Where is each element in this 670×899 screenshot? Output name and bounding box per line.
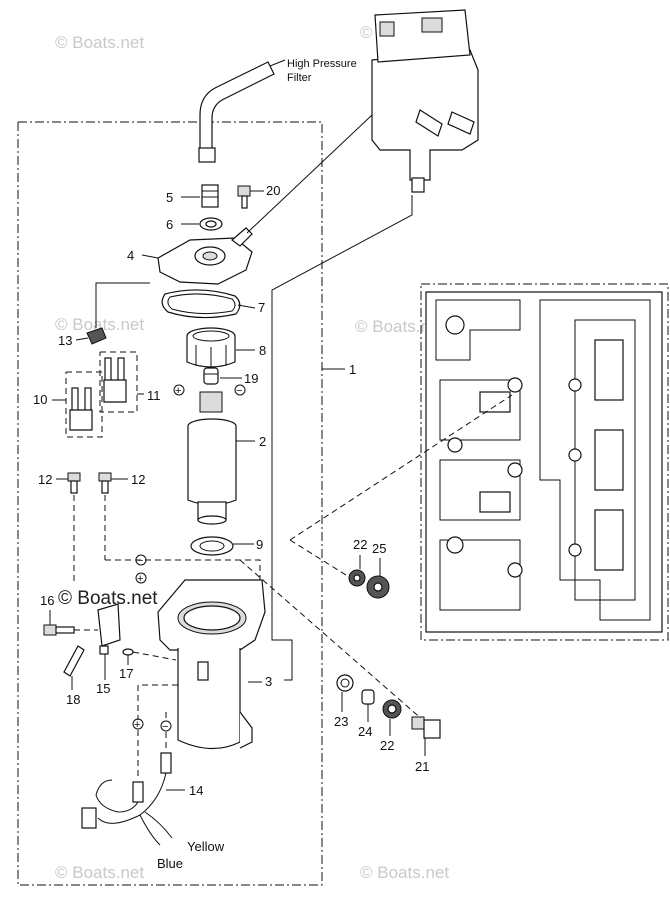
callout-15: 15: [96, 681, 110, 696]
callout-3: 3: [265, 674, 272, 689]
part-10-bracket: [52, 371, 103, 438]
wire-yellow-label: Yellow: [187, 839, 225, 854]
callout-11: 11: [147, 388, 161, 403]
callout-18: 18: [66, 692, 80, 707]
callout-22-lower: 22: [380, 738, 394, 753]
part-14-wire-harness: + −: [81, 684, 185, 846]
part-8-ring-nut: [186, 327, 255, 369]
pump-terminal-symbols: + −: [173, 384, 246, 397]
callout-17: 17: [119, 666, 133, 681]
part-12-screws: [56, 472, 261, 582]
part-17-washer: [122, 648, 177, 665]
part-5-fitting: [181, 184, 219, 208]
callout-23: 23: [334, 714, 348, 729]
callout-6: 6: [166, 217, 173, 232]
callout-22-upper: 22: [353, 537, 367, 552]
callout-5: 5: [166, 190, 173, 205]
part-23-collar: [336, 674, 354, 712]
part-21-bolt: [411, 716, 441, 756]
high-pressure-hose: [198, 59, 286, 163]
callout-1: 1: [349, 362, 356, 377]
watermark-dark: © Boats.net: [58, 588, 158, 609]
watermark-bottom-right: © Boats.net: [360, 863, 449, 882]
part-15-bracket: [97, 603, 121, 680]
connection-line-engine: [289, 394, 513, 541]
part-7-gasket: [161, 289, 256, 319]
callout-12-left: 12: [38, 472, 52, 487]
callout-25: 25: [372, 541, 386, 556]
part-19-cap: [203, 367, 242, 385]
high-pressure-label-line1: High Pressure: [287, 58, 357, 70]
callout-8: 8: [259, 343, 266, 358]
high-pressure-label-line2: Filter: [287, 72, 312, 84]
callout-13: 13: [58, 333, 72, 348]
callout-4: 4: [127, 248, 134, 263]
callout-21: 21: [415, 759, 429, 774]
callout-10: 10: [33, 392, 47, 407]
base-terminal-symbols: − +: [135, 554, 147, 585]
high-pressure-filter: [371, 9, 479, 193]
harness-minus-symbol: −: [162, 721, 168, 733]
callout-20: 20: [266, 183, 280, 198]
engine-block: [420, 283, 669, 641]
part-22-lower-washer: [382, 699, 402, 736]
base-minus-symbol: −: [137, 555, 143, 567]
part-3-pump-housing: [157, 579, 266, 750]
part-24-spacer: [361, 689, 375, 722]
part-9-seal: [190, 536, 254, 556]
watermark-mid-right: © Boats.net: [355, 317, 444, 336]
watermark-mid-left: © Boats.net: [55, 315, 144, 334]
part-13-clip: [75, 282, 150, 345]
part-11-bracket: [99, 351, 144, 413]
callout-2: 2: [259, 434, 266, 449]
part-22-upper-washer: [348, 555, 366, 587]
pump-minus-symbol: −: [236, 385, 242, 397]
assembly-boundary: [17, 121, 323, 886]
watermark-bottom-left: © Boats.net: [55, 863, 144, 882]
base-plus-symbol: +: [137, 573, 143, 585]
wire-blue-label: Blue: [157, 856, 183, 871]
callout-14: 14: [189, 783, 203, 798]
part-20-bolt: [237, 185, 264, 209]
callout-12-right: 12: [131, 472, 145, 487]
callout-24: 24: [358, 724, 372, 739]
part-4-pump-cover: [141, 227, 253, 285]
callout-9: 9: [256, 537, 263, 552]
part-2-fuel-pump: [187, 391, 255, 525]
part-16-bolt: [43, 610, 98, 636]
pump-plus-symbol: +: [175, 385, 181, 397]
part-18-wire: [63, 645, 85, 690]
callout-19: 19: [244, 371, 258, 386]
part-6-o-ring: [181, 217, 223, 231]
part-25-grommet: [366, 558, 390, 599]
callout-16: 16: [40, 593, 54, 608]
callout-7: 7: [258, 300, 265, 315]
harness-plus-symbol: +: [134, 719, 140, 731]
watermark-top-left: © Boats.net: [55, 33, 144, 52]
